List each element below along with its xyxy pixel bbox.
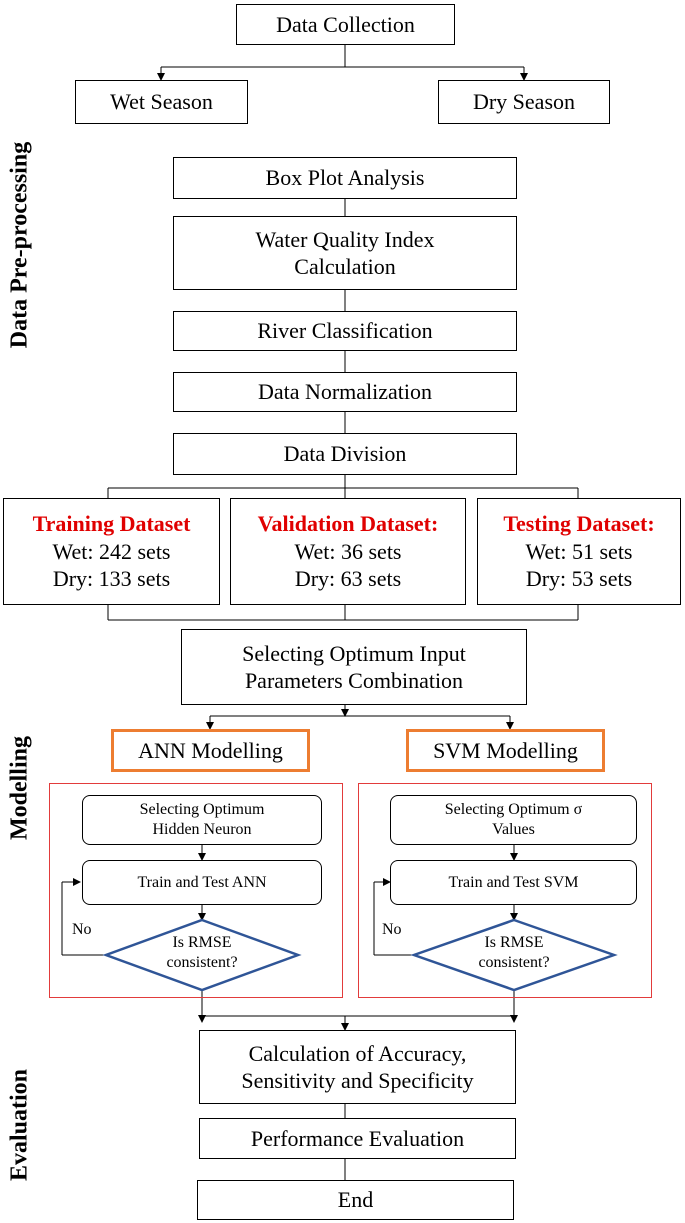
box-plot-label: Box Plot Analysis bbox=[265, 165, 425, 191]
training-dry-count: Dry: 133 sets bbox=[52, 566, 171, 592]
river-classification-box: River Classification bbox=[173, 311, 517, 351]
calculation-box: Calculation of Accuracy, Sensitivity and… bbox=[199, 1030, 516, 1104]
river-classification-label: River Classification bbox=[257, 318, 433, 344]
side-label-preprocessing: Data Pre-processing bbox=[6, 141, 33, 349]
ann-modelling-label: ANN Modelling bbox=[138, 737, 283, 763]
ann-train-label: Train and Test ANN bbox=[137, 873, 267, 891]
svm-select-line1: Selecting Optimum σ bbox=[444, 801, 583, 818]
performance-evaluation-box: Performance Evaluation bbox=[199, 1118, 516, 1159]
wqi-label-line2: Calculation bbox=[294, 254, 396, 279]
wqi-label-line1: Water Quality Index bbox=[255, 226, 435, 252]
ann-decision-diamond bbox=[102, 918, 302, 992]
ann-decision-line2: consistent? bbox=[166, 954, 238, 971]
selecting-input-box: Selecting Optimum Input Parameters Combi… bbox=[181, 629, 527, 705]
validation-dry-count: Dry: 63 sets bbox=[294, 566, 402, 592]
wet-season-box: Wet Season bbox=[75, 80, 248, 124]
wet-season-label: Wet Season bbox=[110, 89, 213, 115]
validation-wet-count: Wet: 36 sets bbox=[294, 538, 402, 564]
testing-dry-count: Dry: 53 sets bbox=[525, 566, 633, 592]
selecting-input-line2: Parameters Combination bbox=[244, 668, 464, 693]
box-plot-box: Box Plot Analysis bbox=[173, 157, 517, 199]
svm-modelling-label: SVM Modelling bbox=[433, 737, 578, 763]
testing-wet-count: Wet: 51 sets bbox=[525, 538, 633, 564]
training-dataset-title: Training Dataset bbox=[32, 511, 191, 537]
side-label-evaluation: Evaluation bbox=[6, 1068, 33, 1182]
training-wet-count: Wet: 242 sets bbox=[52, 538, 171, 564]
dry-season-label: Dry Season bbox=[472, 89, 576, 115]
selecting-input-line1: Selecting Optimum Input bbox=[242, 640, 466, 666]
data-normalization-label: Data Normalization bbox=[257, 379, 433, 405]
svm-decision-line2: consistent? bbox=[478, 954, 550, 971]
svm-frame bbox=[358, 783, 652, 998]
end-label: End bbox=[337, 1187, 374, 1213]
svm-decision-text: Is RMSE consistent? bbox=[462, 933, 566, 973]
testing-dataset-box: Testing Dataset: Wet: 51 sets Dry: 53 se… bbox=[477, 498, 681, 605]
ann-train-test-box: Train and Test ANN bbox=[82, 860, 322, 905]
svm-decision-line1: Is RMSE bbox=[484, 934, 544, 951]
wqi-box: Water Quality Index Calculation bbox=[173, 216, 517, 290]
ann-select-line1: Selecting Optimum bbox=[139, 801, 265, 818]
data-collection-box: Data Collection bbox=[236, 4, 455, 45]
calculation-line2: Sensitivity and Specificity bbox=[241, 1068, 474, 1093]
svm-no-label: No bbox=[382, 921, 402, 938]
ann-frame bbox=[49, 783, 343, 998]
training-dataset-box: Training Dataset Wet: 242 sets Dry: 133 … bbox=[3, 498, 220, 605]
svm-decision-diamond bbox=[410, 918, 618, 992]
data-normalization-box: Data Normalization bbox=[173, 372, 517, 412]
svm-train-label: Train and Test SVM bbox=[448, 873, 579, 891]
ann-decision-line1: Is RMSE bbox=[172, 934, 232, 951]
svm-select-line2: Values bbox=[492, 821, 535, 838]
ann-select-line2: Hidden Neuron bbox=[152, 821, 252, 838]
end-box: End bbox=[197, 1180, 514, 1220]
data-division-label: Data Division bbox=[283, 441, 407, 467]
calculation-line1: Calculation of Accuracy, bbox=[248, 1040, 467, 1066]
ann-modelling-box: ANN Modelling bbox=[111, 729, 310, 772]
validation-dataset-title: Validation Dataset: bbox=[257, 511, 439, 537]
side-label-modelling: Modelling bbox=[6, 735, 33, 841]
validation-dataset-box: Validation Dataset: Wet: 36 sets Dry: 63… bbox=[230, 498, 466, 605]
svm-train-test-box: Train and Test SVM bbox=[390, 860, 637, 905]
performance-evaluation-label: Performance Evaluation bbox=[250, 1125, 465, 1151]
ann-select-neuron-box: Selecting Optimum Hidden Neuron bbox=[82, 795, 322, 845]
svm-modelling-box: SVM Modelling bbox=[406, 729, 605, 772]
ann-decision-text: Is RMSE consistent? bbox=[150, 933, 254, 973]
ann-no-label: No bbox=[72, 921, 92, 938]
testing-dataset-title: Testing Dataset: bbox=[503, 511, 655, 537]
dry-season-box: Dry Season bbox=[438, 80, 610, 124]
svm-select-sigma-box: Selecting Optimum σ Values bbox=[390, 795, 637, 845]
data-division-box: Data Division bbox=[173, 433, 517, 475]
data-collection-label: Data Collection bbox=[276, 11, 415, 37]
